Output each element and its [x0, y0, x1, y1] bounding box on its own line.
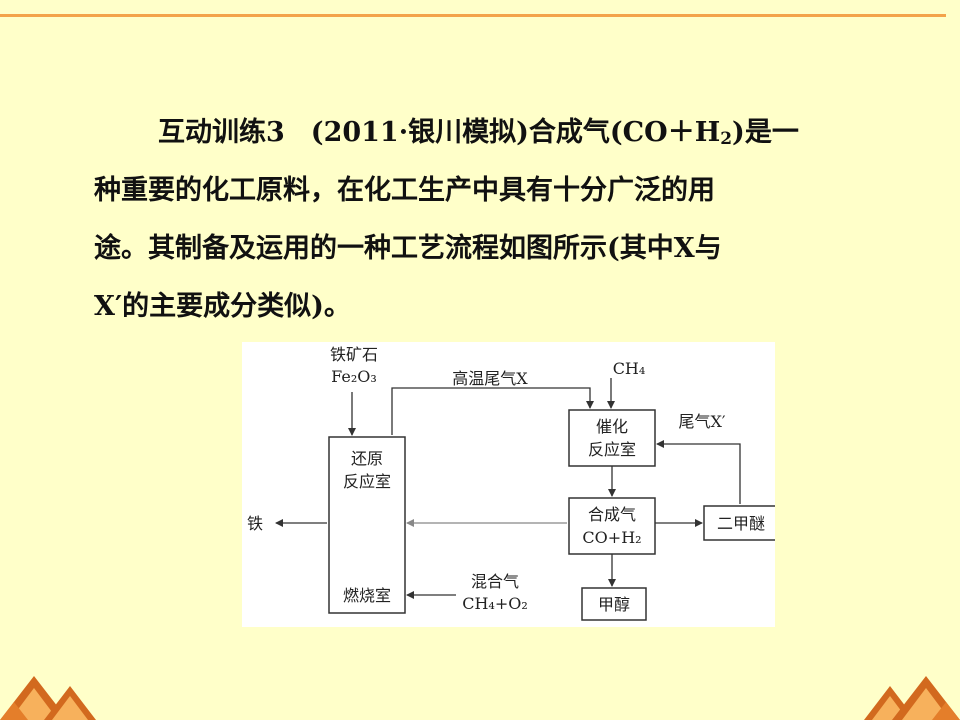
hot-gas-label: 高温尾气X [452, 369, 528, 388]
process-flow-diagram: 铁矿石 Fe₂O₃ 高温尾气X CH₄ 催化 反应室 尾气X′ 还原 反应室 铁… [242, 342, 775, 627]
question-paragraph: 互动训练3(2011·银川模拟)合成气(CO＋H2)是一 种重要的化工原料，在化… [94, 104, 854, 336]
paragraph-line-4: X′的主要成分类似)。 [94, 291, 351, 322]
ch4-label: CH₄ [613, 359, 646, 378]
mixture-label: 混合气 [471, 572, 519, 591]
hot-gas-arrow [391, 387, 594, 435]
iron-label: 铁 [247, 514, 263, 533]
exercise-label: 互动训练3 [158, 117, 285, 148]
tail-gas-arrow [656, 440, 741, 504]
reduction-line-1: 还原 [351, 449, 383, 468]
tail-gas-label: 尾气X′ [678, 412, 725, 431]
ore-formula: Fe₂O₃ [331, 367, 377, 386]
mixture-formula: CH₄+O₂ [462, 594, 528, 613]
catalytic-chamber-box [568, 409, 656, 467]
ore-label: 铁矿石 [330, 345, 378, 364]
syngas-line-2: CO+H₂ [582, 528, 641, 547]
methanol-label: 甲醇 [598, 595, 630, 614]
paragraph-line-3: 途。其制备及运用的一种工艺流程如图所示(其中X与 [94, 233, 722, 264]
syngas-line-1: 合成气 [588, 505, 636, 524]
right-corner-decoration [864, 676, 960, 720]
catalytic-line-1: 催化 [596, 417, 628, 436]
reduction-chamber-box [328, 436, 406, 614]
source-label: (2011·银川模拟) [310, 117, 529, 148]
top-accent-rule [0, 14, 946, 17]
reduction-line-2: 反应室 [343, 472, 391, 491]
methanol-box [581, 587, 647, 621]
paragraph-line-1: 互动训练3(2011·银川模拟)合成气(CO＋H2)是一 [158, 117, 799, 149]
catalytic-line-2: 反应室 [588, 440, 636, 459]
dme-box [703, 505, 775, 541]
left-corner-decoration [0, 676, 96, 720]
combustion-label: 燃烧室 [343, 586, 391, 605]
paragraph-line-2: 种重要的化工原料，在化工生产中具有十分广泛的用 [94, 175, 715, 206]
flow-diagram-svg: 铁矿石 Fe₂O₃ 高温尾气X CH₄ 催化 反应室 尾气X′ 还原 反应室 铁… [247, 345, 775, 621]
dme-label: 二甲醚 [717, 514, 765, 533]
